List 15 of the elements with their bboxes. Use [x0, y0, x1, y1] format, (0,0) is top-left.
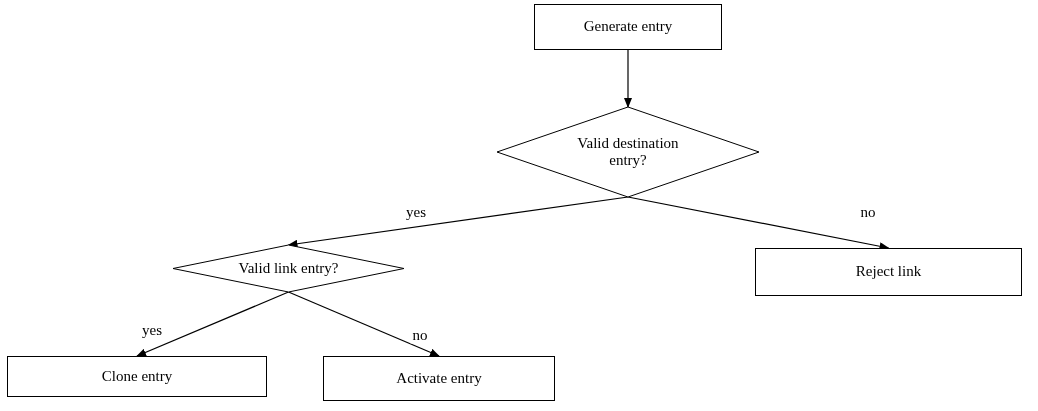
node-label: Activate entry — [396, 369, 482, 388]
node-label: Valid link entry? — [238, 259, 339, 278]
arrow — [624, 49, 632, 108]
decision-diamond — [173, 245, 404, 292]
decision-diamond — [497, 107, 759, 197]
arrow — [287, 291, 440, 357]
process-box — [323, 356, 555, 401]
node-label: Reject link — [855, 263, 922, 281]
process-box — [7, 356, 267, 397]
process-box — [534, 4, 722, 50]
arrow — [136, 291, 290, 357]
process-box — [755, 248, 1022, 296]
node-label: Valid destination entry? — [576, 134, 680, 170]
node-label: Generate entry — [583, 18, 673, 36]
node-label: Clone entry — [101, 367, 173, 386]
